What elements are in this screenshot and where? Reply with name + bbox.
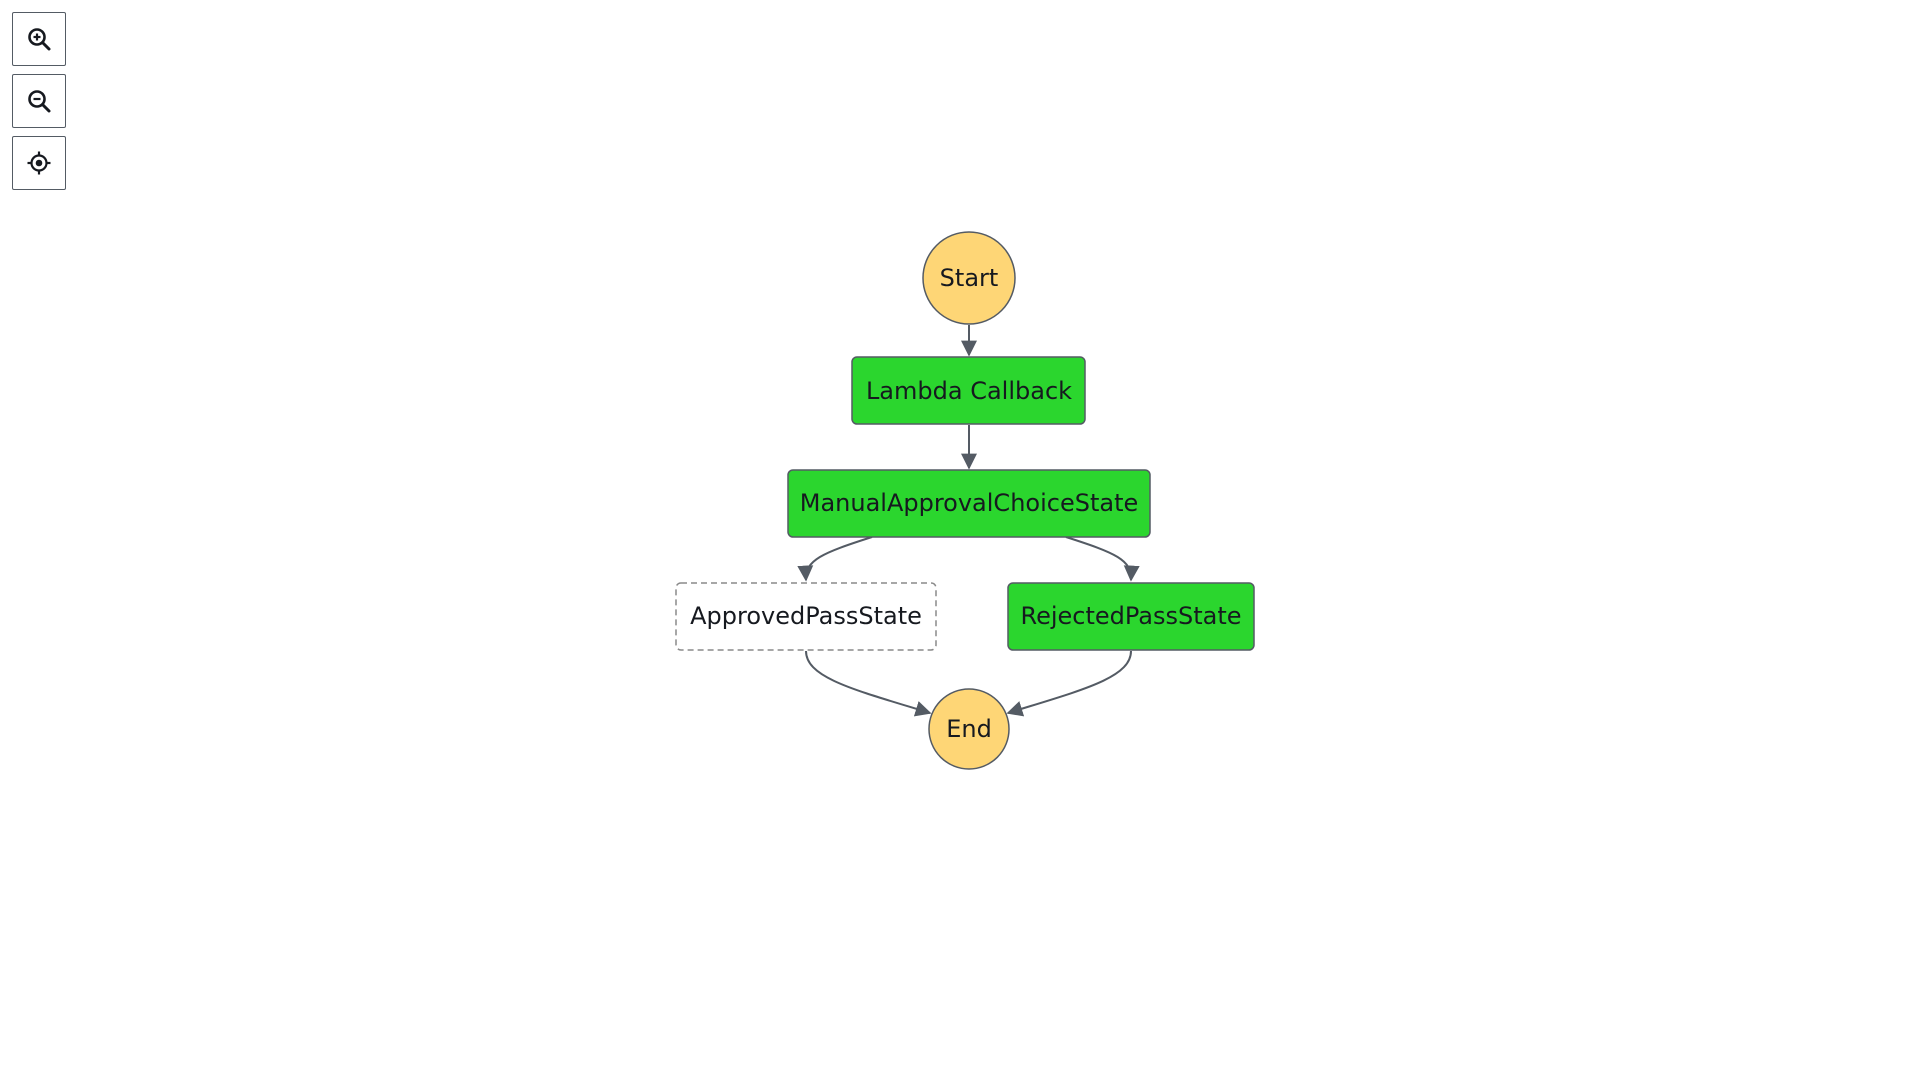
node-end-label: End [946,715,992,743]
crosshair-icon [27,151,51,175]
node-manual-approval-choice[interactable]: ManualApprovalChoiceState [787,469,1151,538]
node-rejected-pass-label: RejectedPassState [1020,602,1241,630]
node-end[interactable]: End [928,688,1010,770]
node-manual-approval-choice-label: ManualApprovalChoiceState [800,489,1139,517]
edge-approved-end [805,650,932,717]
zoom-in-button[interactable] [12,12,66,66]
zoom-controls [12,12,66,190]
zoom-out-icon [28,90,51,113]
node-start[interactable]: Start [922,231,1016,325]
node-lambda-callback-label: Lambda Callback [866,377,1072,405]
edge-choice-rejected [1065,536,1140,582]
center-graph-button[interactable] [12,136,66,190]
edge-choice-approved [797,536,873,582]
node-rejected-pass[interactable]: RejectedPassState [1007,582,1255,651]
zoom-in-icon [28,28,51,51]
node-approved-pass[interactable]: ApprovedPassState [675,582,937,651]
node-start-label: Start [940,264,999,292]
graph-edges [797,325,1140,717]
node-lambda-callback[interactable]: Lambda Callback [851,356,1086,425]
zoom-out-button[interactable] [12,74,66,128]
edge-rejected-end [1006,650,1132,717]
node-approved-pass-label: ApprovedPassState [690,602,922,630]
